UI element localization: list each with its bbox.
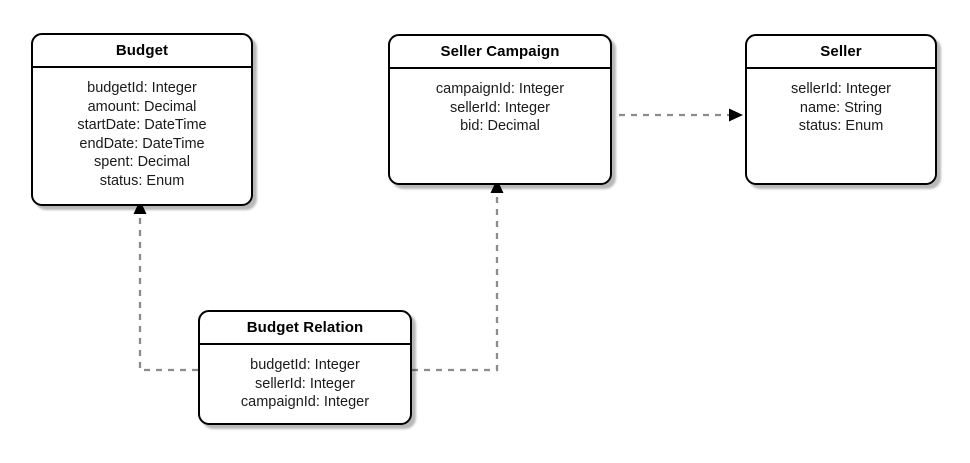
attribute-row: startDate: DateTime (77, 117, 207, 133)
entity-budget-attributes: budgetId: Integer amount: Decimal startD… (33, 68, 251, 190)
attribute-row: sellerId: Integer (450, 99, 550, 116)
attribute-row: status: Enum (99, 172, 185, 189)
arrowhead-icon (729, 108, 743, 122)
entity-seller-title: Seller (747, 36, 935, 69)
entity-seller-campaign-attributes: campaignId: Integer sellerId: Integer bi… (390, 69, 610, 136)
attribute-row: sellerId: Integer (791, 81, 891, 97)
attribute-row: bid: Decimal (460, 118, 540, 134)
entity-seller-attributes: sellerId: Integer name: String status: E… (747, 69, 935, 136)
attribute-row: amount: Decimal (87, 98, 197, 115)
attribute-row: campaignId: Integer (435, 81, 565, 97)
attribute-row: name: String (799, 99, 883, 116)
attribute-row: budgetId: Integer (87, 80, 197, 96)
entity-budget-relation[interactable]: Budget Relation budgetId: Integer seller… (198, 310, 412, 425)
edge-seller-campaign-to-seller (619, 108, 743, 122)
attribute-row: campaignId: Integer (240, 394, 370, 410)
attribute-row: endDate: DateTime (79, 135, 205, 152)
entity-budget-relation-attributes: budgetId: Integer sellerId: Integer camp… (200, 345, 410, 412)
entity-budget[interactable]: Budget budgetId: Integer amount: Decimal… (31, 33, 253, 206)
attribute-row: sellerId: Integer (255, 375, 355, 392)
edge-budget-relation-to-seller-campaign (412, 179, 504, 372)
attribute-row: budgetId: Integer (250, 357, 360, 373)
edge-budget-relation-to-budget (133, 200, 198, 372)
entity-seller-campaign[interactable]: Seller Campaign campaignId: Integer sell… (388, 34, 612, 185)
edge-budget-relation-to-budget-line (138, 214, 198, 372)
entity-budget-relation-title: Budget Relation (200, 312, 410, 345)
entity-seller-campaign-title: Seller Campaign (390, 36, 610, 69)
entity-budget-title: Budget (33, 35, 251, 68)
attribute-row: spent: Decimal (94, 154, 190, 170)
edge-budget-relation-to-seller-campaign-line (412, 193, 499, 372)
entity-seller[interactable]: Seller sellerId: Integer name: String st… (745, 34, 937, 185)
attribute-row: status: Enum (798, 118, 884, 134)
